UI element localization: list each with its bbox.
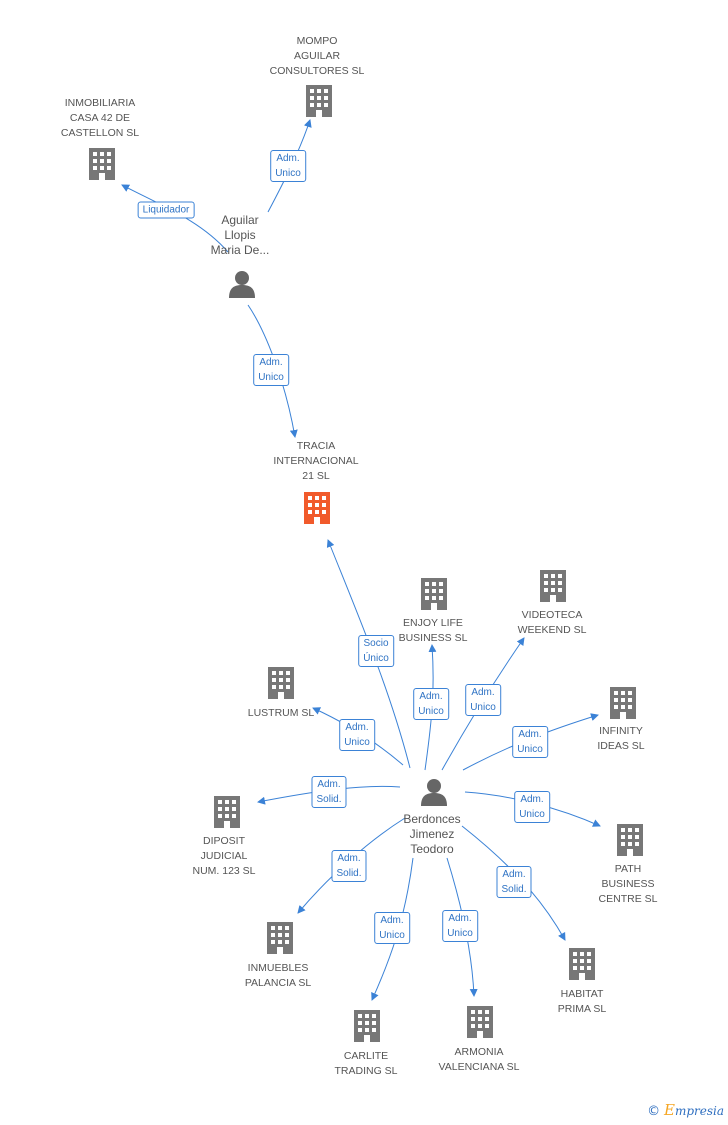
edge-label-aguilar-casa42: Liquidador bbox=[137, 201, 195, 219]
person-icon[interactable] bbox=[421, 779, 447, 806]
edge-label-berdonces-tracia: Socio Único bbox=[358, 635, 394, 667]
node-label-carlite[interactable]: CARLITE TRADING SL bbox=[334, 1050, 398, 1077]
building-icon[interactable] bbox=[421, 578, 447, 610]
building-icon[interactable] bbox=[540, 570, 566, 602]
node-label-armonia[interactable]: ARMONIA VALENCIANA SL bbox=[438, 1046, 520, 1073]
building-icon[interactable] bbox=[267, 922, 293, 954]
copyright-icon: © bbox=[647, 1104, 661, 1119]
edge-label-berdonces-lustrum: Adm. Unico bbox=[339, 719, 375, 751]
edge-label-berdonces-enjoy: Adm. Unico bbox=[413, 688, 449, 720]
edge-label-berdonces-inmuebles: Adm. Solid. bbox=[331, 850, 367, 882]
edge-label-berdonces-armonia: Adm. Unico bbox=[442, 910, 478, 942]
edge-label-berdonces-videoteca: Adm. Unico bbox=[465, 684, 501, 716]
building-icon[interactable] bbox=[268, 667, 294, 699]
node-label-casa42[interactable]: INMOBILIARIA CASA 42 DE CASTELLON SL bbox=[60, 97, 140, 139]
node-label-tracia[interactable]: TRACIA INTERNACIONAL 21 SL bbox=[273, 440, 359, 482]
edge-label-berdonces-carlite: Adm. Unico bbox=[374, 912, 410, 944]
edge-label-berdonces-path: Adm. Unico bbox=[514, 791, 550, 823]
node-label-videoteca[interactable]: VIDEOTECA WEEKEND SL bbox=[517, 609, 587, 636]
edge-label-berdonces-habitat: Adm. Solid. bbox=[496, 866, 532, 898]
building-icon[interactable] bbox=[306, 85, 332, 117]
building-icon[interactable] bbox=[569, 948, 595, 980]
node-label-lustrum[interactable]: LUSTRUM SL bbox=[247, 707, 315, 719]
edge-label-berdonces-infinity: Adm. Unico bbox=[512, 726, 548, 758]
node-label-habitat[interactable]: HABITAT PRIMA SL bbox=[557, 988, 607, 1015]
edge-label-berdonces-diposit: Adm. Solid. bbox=[311, 776, 347, 808]
node-label-inmuebles[interactable]: INMUEBLES PALANCIA SL bbox=[244, 962, 312, 989]
node-label-infinity[interactable]: INFINITY IDEAS SL bbox=[597, 725, 645, 752]
building-icon[interactable] bbox=[304, 492, 330, 524]
building-icon[interactable] bbox=[89, 148, 115, 180]
building-icon[interactable] bbox=[467, 1006, 493, 1038]
person-icon[interactable] bbox=[229, 271, 255, 298]
node-label-aguilar[interactable]: Aguilar Llopis Maria De... bbox=[210, 213, 270, 257]
building-icon[interactable] bbox=[617, 824, 643, 856]
node-label-mompo[interactable]: MOMPO AGUILAR CONSULTORES SL bbox=[269, 35, 365, 77]
edge-label-aguilar-mompo: Adm. Unico bbox=[270, 150, 306, 182]
edge-label-aguilar-tracia: Adm. Unico bbox=[253, 354, 289, 386]
brand-initial: E bbox=[663, 1101, 675, 1119]
node-label-diposit[interactable]: DIPOSIT JUDICIAL NUM. 123 SL bbox=[192, 835, 256, 877]
building-icon[interactable] bbox=[214, 796, 240, 828]
building-icon[interactable] bbox=[610, 687, 636, 719]
empresia-watermark: © Empresia bbox=[647, 1101, 724, 1119]
brand-name: mpresia bbox=[674, 1104, 724, 1118]
node-label-path[interactable]: PATH BUSINESS CENTRE SL bbox=[598, 863, 658, 905]
building-icon[interactable] bbox=[354, 1010, 380, 1042]
node-label-enjoy[interactable]: ENJOY LIFE BUSINESS SL bbox=[398, 617, 468, 644]
node-label-berdonces[interactable]: Berdonces Jimenez Teodoro bbox=[403, 812, 461, 856]
